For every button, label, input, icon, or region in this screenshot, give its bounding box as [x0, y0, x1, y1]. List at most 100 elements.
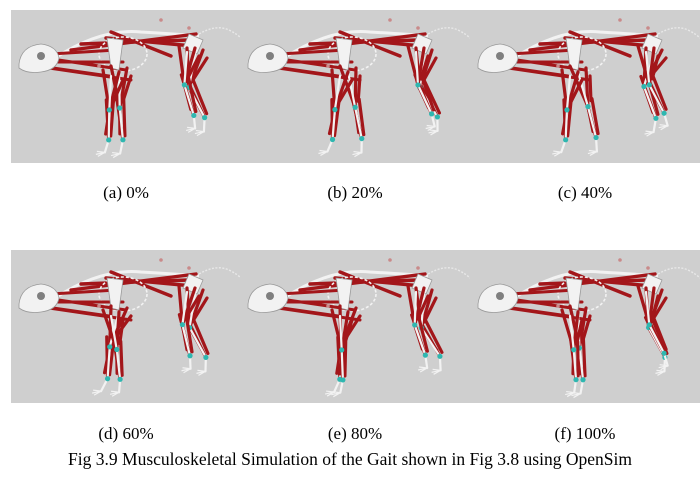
hind-leg-far-joint-marker — [415, 82, 421, 88]
marker-dot — [416, 266, 420, 270]
marker-dot — [646, 266, 650, 270]
marker-dot — [388, 258, 392, 262]
panel-a-image — [11, 10, 241, 163]
panel-e-caption: (e) 80% — [327, 424, 383, 443]
back-muscle — [338, 270, 402, 298]
front-leg-muscle — [353, 66, 358, 109]
front-leg-bone — [586, 105, 598, 139]
front-leg-far-muscle — [118, 318, 125, 346]
front-leg-far-paw — [331, 391, 341, 398]
musculoskeletal-model — [18, 18, 241, 159]
front-leg-paw — [111, 151, 121, 159]
hind-leg-far-bone — [413, 290, 418, 327]
skull-eye-socket — [266, 292, 274, 300]
marker-dot — [618, 258, 622, 262]
front-leg-far-muscle — [101, 68, 111, 112]
panel-d-caption: (d) 60% — [98, 424, 154, 443]
front-leg-far-joint-marker — [340, 377, 346, 383]
neck-muscle — [278, 48, 347, 56]
hind-leg-far-bone — [644, 290, 651, 326]
neck-muscle — [278, 288, 347, 296]
hind-leg-far-muscle — [416, 294, 430, 321]
hind-leg-far-muscle — [186, 75, 198, 114]
tail — [427, 267, 470, 279]
front-leg-muscle — [118, 66, 129, 110]
scapula — [335, 37, 353, 71]
front-leg-far-joint-marker — [106, 107, 112, 113]
front-leg-far-bone — [331, 108, 337, 141]
hind-leg-far-joint-marker — [187, 353, 193, 359]
hind-leg-joint-marker — [641, 83, 647, 90]
skull-eye-socket — [496, 52, 504, 60]
musculoskeletal-model — [477, 258, 700, 399]
front-leg-far-muscle — [568, 78, 584, 106]
panel-b-image — [240, 10, 470, 163]
hind-leg-far-bone — [648, 83, 666, 115]
hind-leg-far-muscle — [650, 54, 660, 81]
front-leg-far-muscle — [119, 339, 124, 377]
neck-muscle — [49, 48, 118, 56]
hind-leg-paw — [655, 369, 665, 376]
marker-dot — [556, 64, 560, 68]
neck-muscle — [508, 288, 577, 296]
front-leg-muscle — [356, 74, 362, 103]
front-leg-joint-marker — [585, 103, 591, 110]
front-leg-far-muscle — [330, 68, 337, 112]
hind-leg-far-muscle — [647, 46, 656, 87]
tail — [657, 267, 700, 279]
skull-eye-socket — [37, 52, 45, 60]
hind-leg-far-joint-marker — [429, 111, 435, 117]
front-leg-joint-marker — [359, 135, 365, 142]
hind-leg-far-bone — [414, 50, 420, 87]
front-leg-bone — [346, 70, 357, 109]
musculoskeletal-model — [247, 258, 470, 398]
musculoskeletal-model — [18, 258, 241, 397]
tail — [427, 27, 470, 39]
hind-leg-far-joint-marker — [661, 350, 667, 356]
musculoskeletal-model — [247, 18, 470, 158]
panel-e-image — [240, 250, 470, 403]
hind-leg-far-joint-marker — [191, 112, 197, 119]
marker-dot — [646, 26, 650, 30]
front-leg-muscle — [577, 306, 588, 350]
hind-leg-far-joint-marker — [181, 82, 187, 88]
hind-leg-far-paw — [185, 126, 196, 133]
front-leg-far-muscle — [115, 310, 121, 352]
front-leg-far-joint-marker — [106, 137, 112, 143]
hind-leg-far-bone — [648, 323, 666, 355]
front-leg-joint-marker — [107, 344, 113, 350]
hind-leg-far-muscle — [420, 75, 436, 112]
hind-leg-paw — [428, 129, 438, 136]
hind-leg-far-bone — [416, 83, 433, 115]
front-leg-muscle — [580, 314, 592, 344]
hind-leg-muscle — [421, 56, 438, 84]
hind-leg-far-muscle — [651, 75, 668, 111]
hind-leg-far-paw — [181, 367, 191, 374]
panel-b-caption: (b) 20% — [327, 183, 383, 202]
hind-leg-far-paw — [658, 364, 668, 371]
front-leg-far-joint-marker — [563, 137, 569, 143]
hind-leg-far-bone — [181, 323, 192, 357]
front-leg-far-joint-marker — [329, 136, 336, 143]
scapula — [565, 277, 583, 311]
hind-leg-joint-marker — [202, 115, 208, 121]
hind-leg-far-paw — [425, 124, 435, 132]
back-muscle — [109, 30, 173, 58]
front-leg-far-bone — [564, 108, 569, 141]
front-leg-far-bone — [109, 314, 118, 351]
hind-leg-muscle — [190, 296, 209, 324]
back-muscle — [109, 270, 173, 298]
front-leg-far-muscle — [343, 318, 354, 346]
panel-c-caption: (c) 40% — [557, 183, 613, 202]
scapula — [565, 37, 583, 71]
front-leg-bone — [578, 346, 585, 381]
back-muscle — [568, 30, 632, 58]
marker-dot — [388, 18, 392, 22]
hind-leg-far-bone — [183, 83, 195, 117]
skull-eye-socket — [496, 292, 504, 300]
marker-dot — [326, 304, 330, 308]
musculoskeletal-model — [477, 18, 700, 157]
front-leg-far-joint-marker — [564, 107, 570, 113]
front-leg-far-muscle — [109, 100, 115, 138]
skull-eye-socket — [37, 292, 45, 300]
